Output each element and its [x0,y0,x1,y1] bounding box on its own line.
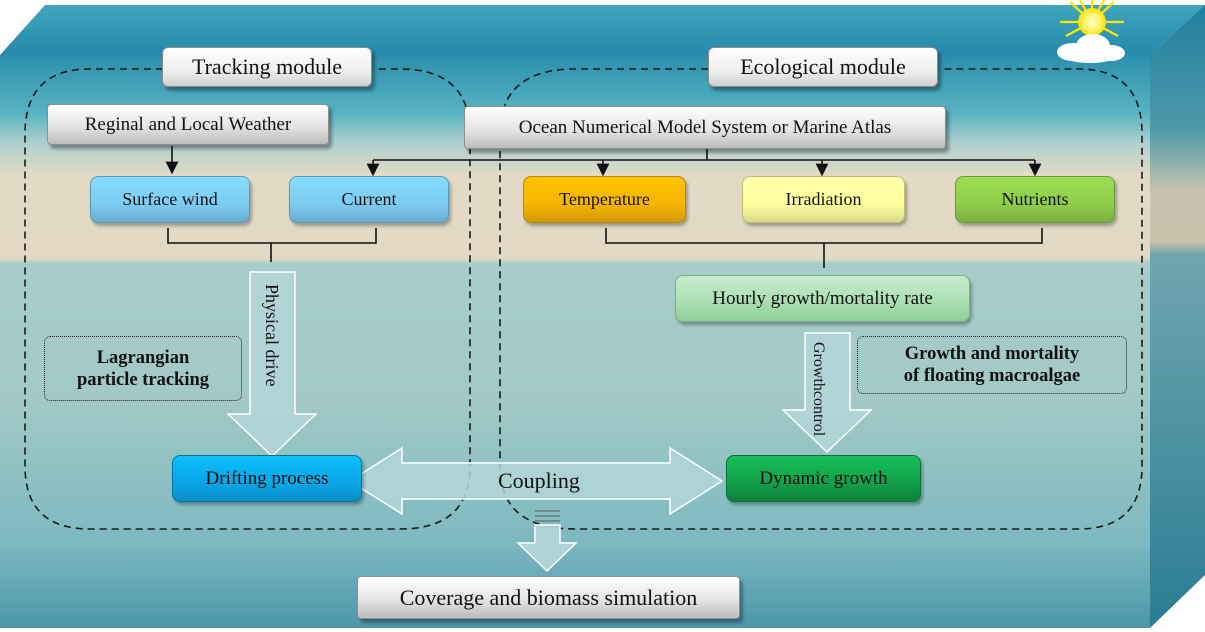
growth-mortality-note: Growth and mortality of floating macroal… [857,336,1127,394]
current-box: Current [289,176,449,223]
growth-control-label-line2: control [810,390,827,437]
ecological-bracket [605,228,1043,268]
box-front-face [0,55,1150,628]
lagrangian-note: Lagrangian particle tracking [44,336,242,401]
output-arrow [516,510,578,573]
coverage-biomass-output-box: Coverage and biomass simulation [357,576,740,619]
growth-control-label: Growthcontrol [809,342,827,436]
lagrangian-note-line1: Lagrangian [96,347,190,368]
ocean-model-source-box: Ocean Numerical Model System or Marine A… [464,106,946,149]
cloud-icon [1057,34,1125,63]
tracking-module-title: Tracking module [162,47,372,87]
physical-drive-label: Physical drive [262,284,282,387]
tracking-module-region [24,68,471,530]
dynamic-growth-box: Dynamic growth [726,455,921,502]
sun-icon [1060,0,1124,37]
surface-wind-box: Surface wind [90,176,250,223]
hourly-growth-rate-box: Hourly growth/mortality rate [675,275,970,322]
temperature-box: Temperature [523,176,686,223]
physical-drive-arrow [226,271,318,458]
irradiation-box: Irradiation [742,176,905,223]
weather-source-box: Reginal and Local Weather [47,104,329,145]
drifting-process-box: Drifting process [172,455,362,502]
coupling-arrow [348,446,724,516]
ecological-module-title: Ecological module [708,47,938,87]
coupling-label: Coupling [498,468,580,493]
growth-mortality-note-line2: of floating macroalgae [903,366,1081,386]
growth-mortality-note-line1: Growth and mortality [904,344,1080,364]
growth-control-label-line1: Growth [810,342,827,391]
lagrangian-note-line2: particle tracking [76,369,210,390]
growth-control-arrow [781,332,873,454]
box-side-face [1150,5,1205,628]
box-top-face [0,5,1205,55]
physical-bracket [167,228,377,262]
nutrients-box: Nutrients [955,176,1115,223]
ecological-module-region [499,68,1143,530]
